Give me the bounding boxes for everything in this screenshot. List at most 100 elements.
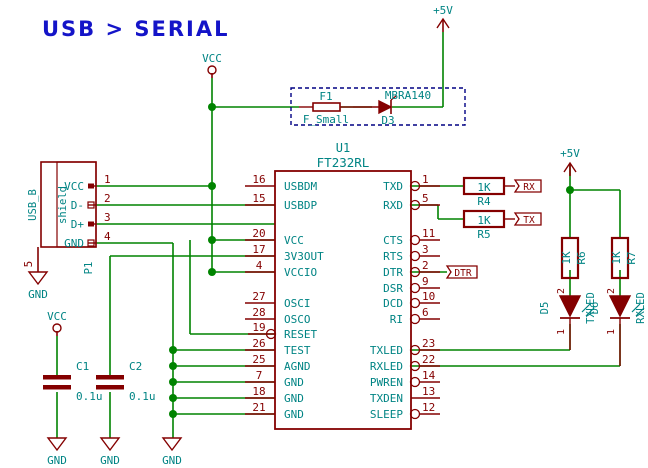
diode-d3[interactable]: MBRA140 D3	[353, 89, 431, 127]
ic-pin-number-25: 25	[252, 353, 265, 366]
ic-pin-name-txd: TXD	[383, 180, 403, 193]
ic-pin-name-agnd: AGND	[284, 360, 311, 373]
led-d6[interactable]: D6 RXLED 2 1	[589, 288, 647, 366]
power-port-5v-top: +5V	[433, 4, 453, 32]
resistor-r7[interactable]: 1K R7	[610, 236, 638, 280]
power-port-5v-right-label: +5V	[560, 147, 580, 160]
ic-pin-number-20: 20	[252, 227, 265, 240]
fuse-reference: F1	[319, 90, 332, 103]
power-port-5v-top-label: +5V	[433, 4, 453, 17]
ic-pin-name-dtr: DTR	[383, 266, 403, 279]
ic-pin-name-gnd21: GND	[284, 408, 304, 421]
ic-pin-name-osco: OSCO	[284, 313, 311, 326]
capacitor-c2[interactable]: C2 0.1u	[96, 360, 156, 403]
resistor-r6[interactable]: 1K R6	[560, 236, 588, 280]
gnd-usb-label: GND	[28, 288, 48, 301]
sheet-title: USB > SERIAL	[42, 17, 230, 41]
ic-right-pin-numbers: 1 5 11 3 2 9 10 6 23 22 14 13 12	[422, 173, 436, 414]
ft232rl-ic[interactable]: U1 FT232RL	[245, 141, 440, 430]
r7-body	[610, 236, 630, 280]
net-label-tx[interactable]: TX	[513, 212, 542, 226]
d5-value: TXLED	[585, 292, 597, 324]
ic-right-pin-names: TXD RXD CTS RTS DTR DSR DCD RI TXLED RXL…	[370, 180, 403, 421]
power-port-vcc-top-label: VCC	[202, 52, 222, 65]
ic-pin-number-23: 23	[422, 337, 435, 350]
ic-pin-name-gnd18: GND	[284, 392, 304, 405]
c1-value: 0.1u	[76, 390, 103, 403]
c2-value: 0.1u	[129, 390, 156, 403]
usb-pin-name-4: GND	[64, 237, 84, 250]
ic-pin-number-3: 3	[422, 243, 429, 256]
junction-vcc-usb	[208, 182, 216, 190]
ic-pin-number-2: 2	[422, 259, 429, 272]
diode-reference: D3	[381, 114, 394, 127]
ic-pin-name-txled: TXLED	[370, 344, 403, 357]
junction-gnd-26	[169, 346, 177, 354]
d6-pin-number-1: 1	[606, 329, 617, 335]
r6-value: 1K	[560, 251, 573, 265]
ic-pin-name-cts: CTS	[383, 234, 403, 247]
ic-pin-name-reset: RESET	[284, 328, 317, 341]
gnd-symbol-c2: GND	[99, 437, 121, 467]
ic-pin-number-12: 12	[422, 401, 435, 414]
c1-bottom-plate	[43, 385, 71, 390]
net-label-rx[interactable]: RX	[513, 179, 542, 193]
ic-pin-number-7: 7	[256, 369, 263, 382]
ic-pin-name-txden: TXDEN	[370, 392, 403, 405]
ic-pin-number-18: 18	[252, 385, 265, 398]
ic-pin-number-21: 21	[252, 401, 265, 414]
ic-pin-number-26: 26	[252, 337, 265, 350]
usb-pin-number-3: 3	[104, 211, 111, 224]
tx-label-text: TX	[523, 215, 535, 226]
r4-reference: R4	[477, 195, 491, 208]
resistor-r5[interactable]: 1K R5	[462, 209, 515, 241]
gnd-c1-label: GND	[47, 454, 67, 467]
rx-label-shape	[513, 179, 542, 193]
d5-pin-number-1: 1	[556, 329, 567, 335]
led-d5[interactable]: D5 TXLED 2 1	[539, 288, 597, 350]
ic-pin-name-vcc: VCC	[284, 234, 304, 247]
r7-value: 1K	[610, 251, 623, 265]
resistor-r4[interactable]: 1K R4	[462, 176, 515, 208]
ic-pin-number-27: 27	[252, 290, 265, 303]
ic-pin-name-usbdp: USBDP	[284, 199, 317, 212]
ic-pin-number-4: 4	[256, 259, 263, 272]
r6-reference: R6	[575, 251, 588, 264]
fuse-f1[interactable]: F1 F_Small	[299, 90, 353, 126]
d6-triangle	[608, 295, 632, 318]
ic-pin-number-1: 1	[422, 173, 429, 186]
power-port-vcc-c1: VCC	[47, 310, 67, 336]
d5-pin-number-2: 2	[556, 288, 567, 294]
reset-inverting-bubble	[265, 328, 277, 340]
ic-pin-name-test: TEST	[284, 344, 311, 357]
d5-triangle	[558, 295, 582, 318]
c1-top-plate	[43, 375, 71, 380]
ic-pin-name-usbdm: USBDM	[284, 180, 317, 193]
c2-reference: C2	[129, 360, 142, 373]
r7-reference: R7	[625, 251, 638, 264]
capacitor-c1[interactable]: C1 0.1u	[43, 360, 103, 403]
d5-reference: D5	[539, 302, 551, 315]
diode-value: MBRA140	[385, 89, 431, 102]
r5-value: 1K	[477, 214, 491, 227]
ic-pin-name-pwren: PWREN	[370, 376, 403, 389]
r6-body	[560, 236, 580, 280]
ic-pin-number-14: 14	[422, 369, 436, 382]
r4-value: 1K	[477, 181, 491, 194]
ic-left-pin-numbers: 16 15 20 17 4 27 28 19 26 25 7 18 21	[252, 173, 265, 414]
usb-connector[interactable]: USB_B shield P1 VCC D- D+ GND 1 2 3 4 5	[22, 161, 111, 274]
power-port-5v-right: +5V	[560, 147, 580, 176]
d6-value: RXLED	[635, 292, 647, 324]
ic-pin-name-dcd: DCD	[383, 297, 403, 310]
usb-connector-value: USB_B	[27, 189, 39, 221]
junction-vcc-pin4	[208, 268, 216, 276]
gnd-symbol-bus: GND	[161, 437, 183, 467]
ic-pin-number-16: 16	[252, 173, 265, 186]
rx-label-text: RX	[523, 182, 535, 193]
junction-gnd-18	[169, 394, 177, 402]
ic-value: FT232RL	[317, 155, 370, 170]
net-label-dtr[interactable]: DTR	[445, 265, 478, 279]
ic-pin-name-3v3out: 3V3OUT	[284, 250, 324, 263]
